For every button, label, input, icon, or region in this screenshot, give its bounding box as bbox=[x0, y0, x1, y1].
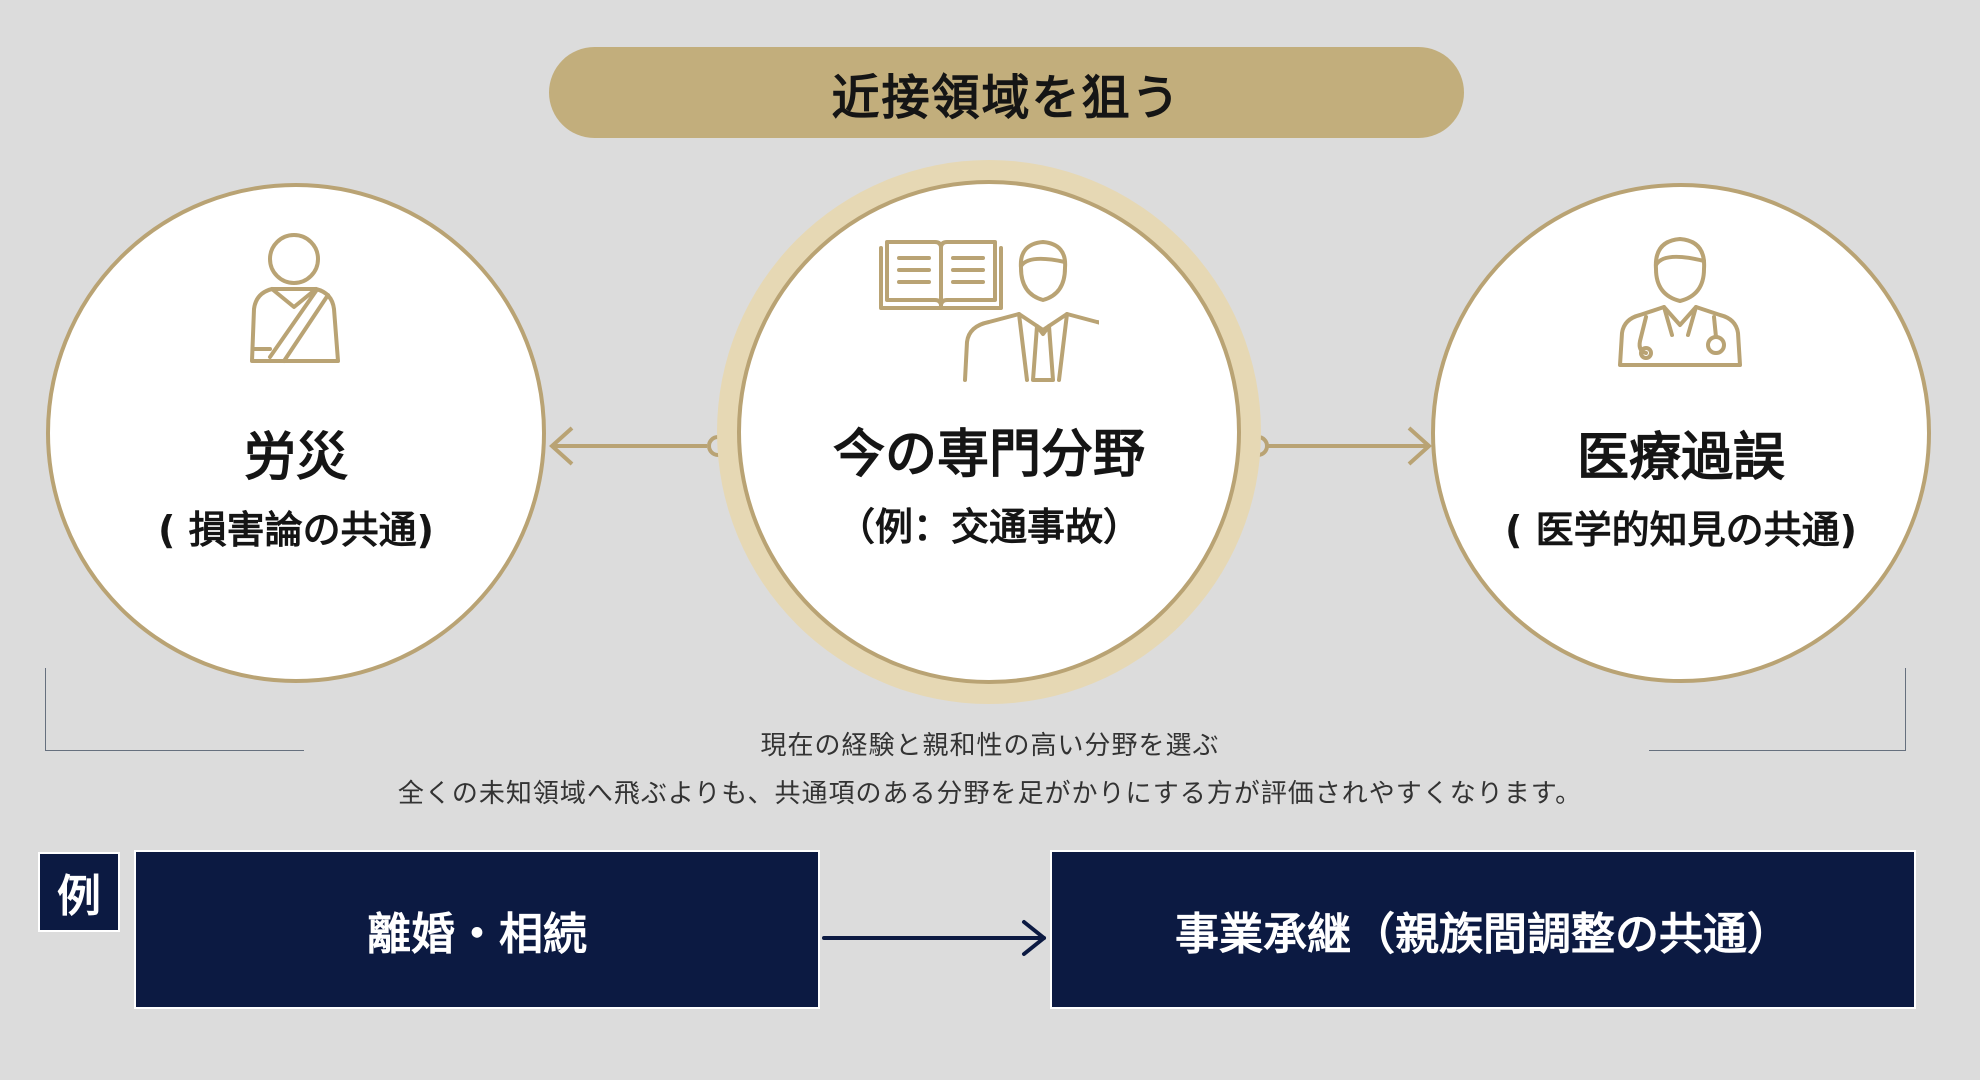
node-title: 労災 bbox=[243, 428, 348, 488]
node-subtitle: ( 医学的知見の共通) bbox=[1505, 508, 1857, 552]
node-rousai: 労災 ( 損害論の共通) bbox=[46, 183, 546, 683]
injured-person-sling-icon bbox=[250, 233, 340, 363]
example-arrow bbox=[822, 920, 1046, 956]
header-pill: 近接領域を狙う bbox=[549, 47, 1464, 138]
node-subtitle: （例：交通事故） bbox=[836, 505, 1141, 549]
node-title: 今の専門分野 bbox=[832, 425, 1145, 485]
left-connector bbox=[549, 426, 729, 466]
node-current-specialty: 今の専門分野 （例：交通事故） bbox=[737, 180, 1241, 684]
note-line-2: 全くの未知領域へ飛ぶよりも、共通項のある分野を足がかりにする方が評価されやすくな… bbox=[397, 779, 1583, 809]
note-line-1: 現在の経験と親和性の高い分野を選ぶ bbox=[760, 731, 1220, 761]
book-and-professional-icon bbox=[879, 240, 1099, 382]
doctor-stethoscope-icon bbox=[1618, 237, 1742, 367]
node-title: 医療過誤 bbox=[1576, 428, 1785, 488]
node-medical-malpractice: 医療過誤 ( 医学的知見の共通) bbox=[1431, 183, 1931, 683]
example-from-box: 離婚・相続 bbox=[134, 850, 820, 1009]
right-connector bbox=[1247, 426, 1432, 466]
example-to-box: 事業承継（親族間調整の共通） bbox=[1050, 850, 1916, 1009]
left-bracket bbox=[45, 668, 304, 751]
node-subtitle: ( 損害論の共通) bbox=[158, 508, 434, 552]
example-label: 例 bbox=[38, 852, 120, 932]
right-bracket bbox=[1649, 668, 1906, 751]
